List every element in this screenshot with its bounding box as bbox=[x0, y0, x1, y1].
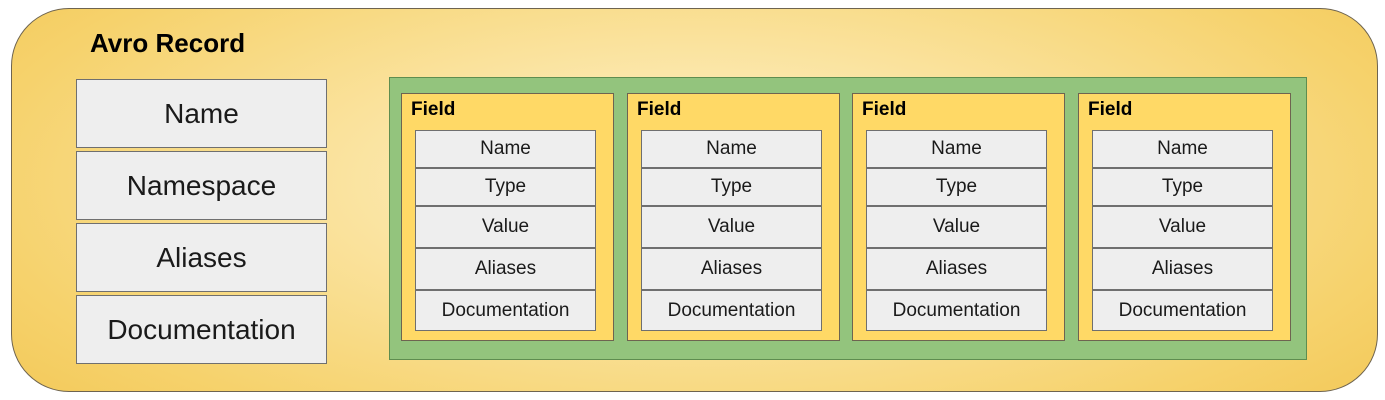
field-property-documentation: Documentation bbox=[641, 290, 822, 331]
field-properties: Name Type Value Aliases Documentation bbox=[1092, 130, 1273, 331]
record-title: Avro Record bbox=[90, 28, 246, 58]
field-title: Field bbox=[1088, 99, 1133, 120]
field-properties: Name Type Value Aliases Documentation bbox=[415, 130, 596, 331]
field-property-type: Type bbox=[641, 168, 822, 206]
field-property-name: Name bbox=[641, 130, 822, 168]
field-property-name: Name bbox=[415, 130, 596, 168]
field-property-aliases: Aliases bbox=[1092, 248, 1273, 290]
field-property-value: Value bbox=[1092, 206, 1273, 248]
record-property-namespace: Namespace bbox=[76, 151, 327, 220]
field-properties: Name Type Value Aliases Documentation bbox=[866, 130, 1047, 331]
field-property-type: Type bbox=[1092, 168, 1273, 206]
field-property-value: Value bbox=[415, 206, 596, 248]
field-property-aliases: Aliases bbox=[641, 248, 822, 290]
field-property-documentation: Documentation bbox=[415, 290, 596, 331]
record-properties: Name Namespace Aliases Documentation bbox=[76, 79, 327, 367]
field-property-type: Type bbox=[866, 168, 1047, 206]
field-property-documentation: Documentation bbox=[1092, 290, 1273, 331]
field-property-type: Type bbox=[415, 168, 596, 206]
field-property-value: Value bbox=[641, 206, 822, 248]
field-property-aliases: Aliases bbox=[866, 248, 1047, 290]
field-property-aliases: Aliases bbox=[415, 248, 596, 290]
record-property-documentation: Documentation bbox=[76, 295, 327, 364]
field-box: Field Name Type Value Aliases Documentat… bbox=[1078, 93, 1291, 341]
field-title: Field bbox=[411, 99, 456, 120]
field-title: Field bbox=[637, 99, 682, 120]
field-box: Field Name Type Value Aliases Documentat… bbox=[401, 93, 614, 341]
field-box: Field Name Type Value Aliases Documentat… bbox=[852, 93, 1065, 341]
field-box: Field Name Type Value Aliases Documentat… bbox=[627, 93, 840, 341]
field-properties: Name Type Value Aliases Documentation bbox=[641, 130, 822, 331]
field-property-documentation: Documentation bbox=[866, 290, 1047, 331]
field-property-value: Value bbox=[866, 206, 1047, 248]
field-property-name: Name bbox=[866, 130, 1047, 168]
record-property-aliases: Aliases bbox=[76, 223, 327, 292]
field-property-name: Name bbox=[1092, 130, 1273, 168]
field-title: Field bbox=[862, 99, 907, 120]
record-property-name: Name bbox=[76, 79, 327, 148]
